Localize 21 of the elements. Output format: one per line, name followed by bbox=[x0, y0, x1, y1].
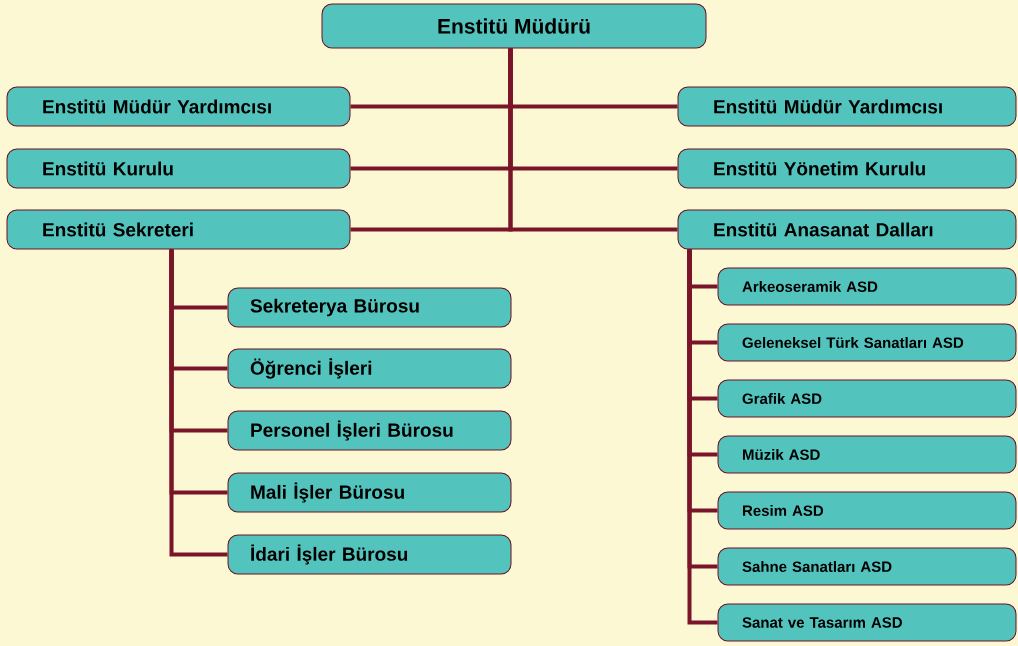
org-box: İdari İşler Bürosu bbox=[227, 534, 512, 575]
org-box: Geleneksel Türk Sanatları ASD bbox=[717, 323, 1017, 362]
org-box: Resim ASD bbox=[717, 491, 1017, 530]
org-box: Enstitü Müdürü bbox=[321, 3, 707, 49]
connector-line bbox=[508, 48, 678, 232]
org-box: Personel İşleri Bürosu bbox=[227, 410, 512, 451]
org-box: Arkeoseramik ASD bbox=[717, 267, 1017, 306]
org-box: Müzik ASD bbox=[717, 435, 1017, 474]
org-box: Enstitü Müdür Yardımcısı bbox=[677, 86, 1017, 127]
org-box: Enstitü Yönetim Kurulu bbox=[677, 148, 1017, 189]
org-box: Sekreterya Bürosu bbox=[227, 287, 512, 328]
org-box: Mali İşler Bürosu bbox=[227, 472, 512, 513]
org-box: Enstitü Kurulu bbox=[6, 148, 351, 189]
org-box: Sanat ve Tasarım ASD bbox=[717, 603, 1017, 642]
org-box: Enstitü Sekreteri bbox=[6, 209, 351, 250]
org-box: Enstitü Anasanat Dalları bbox=[677, 209, 1017, 250]
org-box: Enstitü Müdür Yardımcısı bbox=[6, 86, 351, 127]
org-box: Öğrenci İşleri bbox=[227, 348, 512, 389]
org-box: Sahne Sanatları ASD bbox=[717, 547, 1017, 586]
connector-line bbox=[169, 249, 228, 557]
org-box: Grafik ASD bbox=[717, 379, 1017, 418]
